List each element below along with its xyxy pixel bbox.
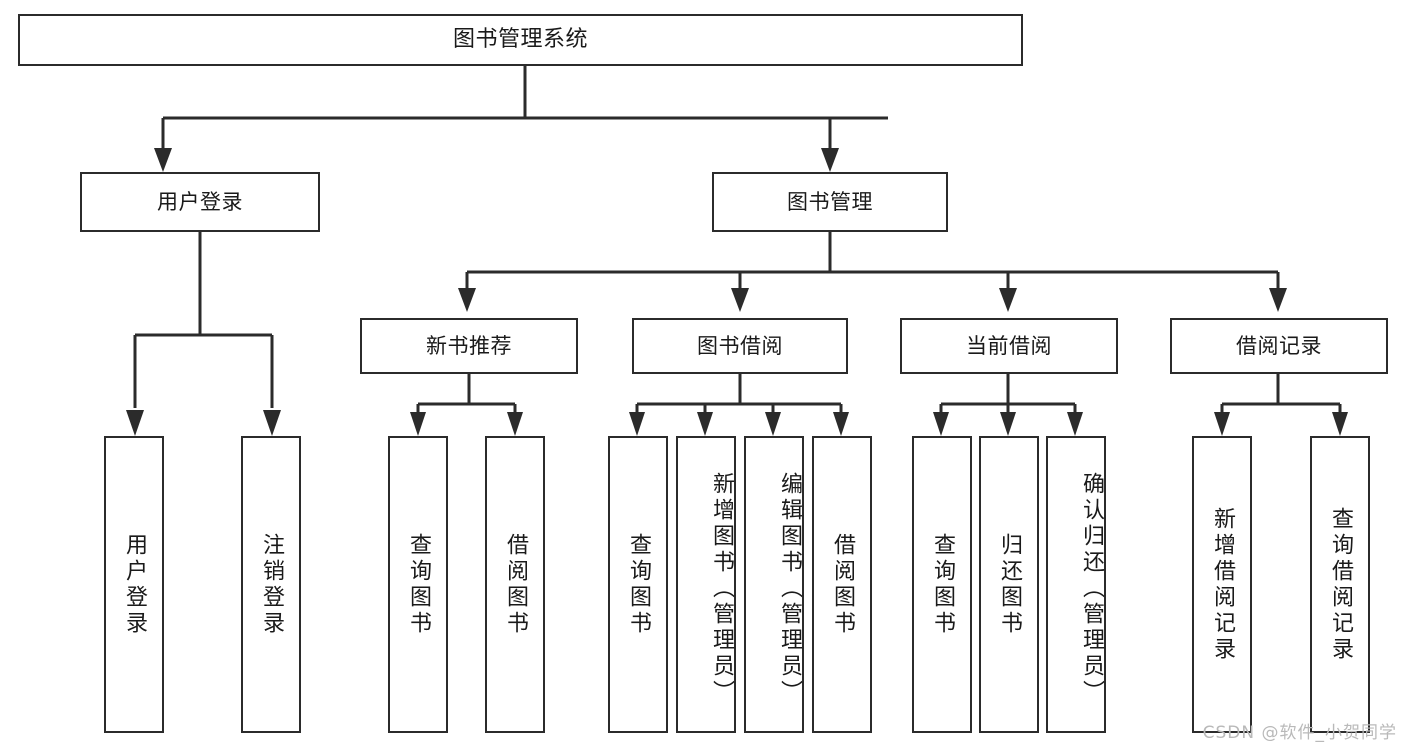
- node-root-book-management-system[interactable]: 图书管理系统: [18, 14, 1023, 66]
- node-current-borrow[interactable]: 当前借阅: [900, 318, 1118, 374]
- node-leaf-return-books[interactable]: 归还图书: [979, 436, 1039, 733]
- node-borrow-record[interactable]: 借阅记录: [1170, 318, 1388, 374]
- node-leaf-query-borrow-record[interactable]: 查询借阅记录: [1310, 436, 1370, 733]
- node-leaf-borrow-books[interactable]: 借阅图书: [812, 436, 872, 733]
- node-leaf-confirm-return-admin[interactable]: 确认归还（管理员）: [1046, 436, 1106, 733]
- node-user-login[interactable]: 用户登录: [80, 172, 320, 232]
- node-leaf-edit-book-admin[interactable]: 编辑图书（管理员）: [744, 436, 804, 733]
- node-book-borrow[interactable]: 图书借阅: [632, 318, 848, 374]
- node-leaf-borrow-books-recommend[interactable]: 借阅图书: [485, 436, 545, 733]
- csdn-watermark: CSDN @软件_小贺同学: [1202, 723, 1397, 743]
- node-book-management[interactable]: 图书管理: [712, 172, 948, 232]
- node-leaf-logout-login[interactable]: 注销登录: [241, 436, 301, 733]
- node-leaf-add-borrow-record[interactable]: 新增借阅记录: [1192, 436, 1252, 733]
- node-new-book-recommend[interactable]: 新书推荐: [360, 318, 578, 374]
- node-leaf-query-books-borrow[interactable]: 查询图书: [608, 436, 668, 733]
- node-leaf-query-books-recommend[interactable]: 查询图书: [388, 436, 448, 733]
- node-leaf-query-books-current[interactable]: 查询图书: [912, 436, 972, 733]
- node-leaf-user-login[interactable]: 用户登录: [104, 436, 164, 733]
- node-leaf-add-book-admin[interactable]: 新增图书（管理员）: [676, 436, 736, 733]
